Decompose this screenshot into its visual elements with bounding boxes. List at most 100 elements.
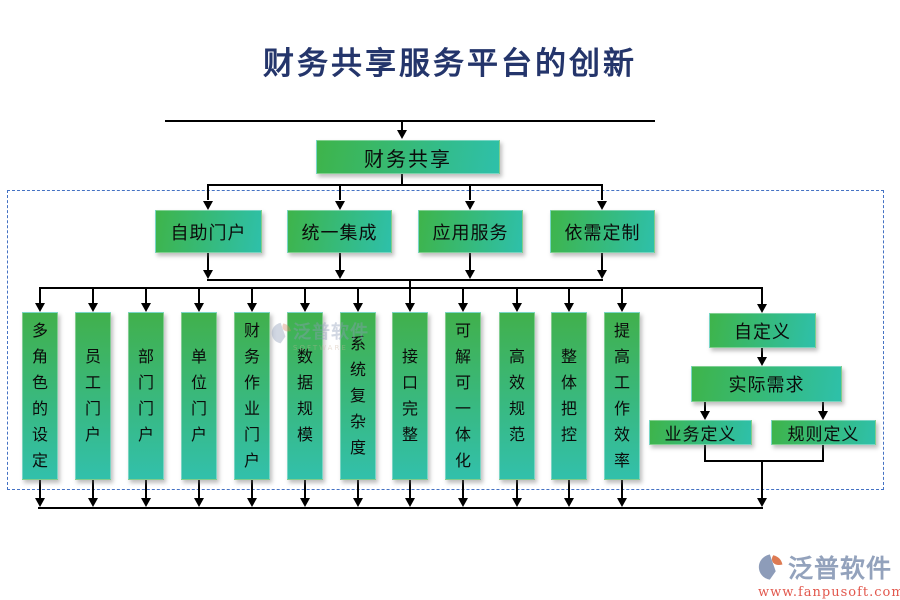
node-finance-work-portal: 财务作业门户 <box>234 312 270 480</box>
edge-line <box>822 445 824 461</box>
edge-line <box>251 480 253 498</box>
node-interface-complete: 接口完整 <box>392 312 428 480</box>
edge-line <box>761 462 763 498</box>
edge-line <box>165 120 655 122</box>
node-root: 财务共享 <box>316 140 500 174</box>
node-rule-definition: 规则定义 <box>771 420 876 445</box>
node-multi-role-setting: 多角色的设定 <box>22 312 58 480</box>
edge-line <box>704 460 824 462</box>
edge-line <box>462 289 464 303</box>
edge-arrow <box>35 303 45 312</box>
logo-name: 泛普软件 <box>788 554 893 583</box>
edge-line <box>145 289 147 303</box>
edge-arrow <box>353 498 363 507</box>
edge-arrow <box>405 303 415 312</box>
edge-arrow <box>700 411 710 420</box>
edge-line <box>409 289 411 303</box>
edge-line <box>761 348 763 357</box>
edge-line <box>304 289 306 303</box>
node-employee-portal: 员工门户 <box>75 312 111 480</box>
edge-arrow <box>757 357 767 366</box>
edge-arrow <box>818 411 828 420</box>
node-actual-demand: 实际需求 <box>691 366 842 402</box>
edge-arrow <box>465 201 475 210</box>
edge-line <box>357 480 359 498</box>
edge-arrow <box>335 270 345 279</box>
edge-line <box>761 289 763 304</box>
edge-line <box>601 186 603 200</box>
edge-line <box>621 480 623 498</box>
edge-line <box>92 480 94 498</box>
edge-line <box>198 480 200 498</box>
edge-arrow <box>203 270 213 279</box>
node-on-demand-customization: 依需定制 <box>550 210 655 253</box>
edge-line <box>339 186 341 200</box>
edge-line <box>39 480 41 498</box>
logo-url: www.fanpusoft.com <box>758 585 900 600</box>
edge-line <box>304 480 306 498</box>
edge-line <box>462 480 464 498</box>
edge-arrow <box>141 498 151 507</box>
edge-line <box>207 184 603 186</box>
edge-arrow <box>194 498 204 507</box>
node-unified-integration: 统一集成 <box>287 210 392 253</box>
edge-arrow <box>757 498 767 507</box>
edge-line <box>516 480 518 498</box>
edge-line <box>357 289 359 303</box>
edge-line <box>621 289 623 303</box>
node-system-complexity: 系统复杂度 <box>340 312 376 480</box>
edge-arrow <box>247 303 257 312</box>
edge-line <box>207 186 209 200</box>
node-unit-portal: 单位门户 <box>181 312 217 480</box>
node-business-definition: 业务定义 <box>649 420 752 445</box>
node-application-service: 应用服务 <box>418 210 523 253</box>
edge-line <box>92 289 94 303</box>
edge-line <box>469 186 471 200</box>
edge-line <box>469 253 471 270</box>
edge-line <box>568 480 570 498</box>
edge-arrow <box>203 201 213 210</box>
edge-arrow <box>88 498 98 507</box>
fanpu-logo-icon <box>758 554 783 580</box>
edge-line <box>516 289 518 303</box>
edge-line <box>145 480 147 498</box>
edge-line <box>704 445 706 461</box>
edge-arrow <box>300 303 310 312</box>
edge-line <box>39 287 763 289</box>
edge-line <box>409 480 411 498</box>
edge-arrow <box>397 130 407 139</box>
node-overall-control: 整体把控 <box>551 312 587 480</box>
edge-line <box>207 279 603 281</box>
edge-arrow <box>597 201 607 210</box>
edge-line <box>401 122 403 131</box>
edge-arrow <box>617 498 627 507</box>
edge-arrow <box>247 498 257 507</box>
edge-line <box>198 289 200 303</box>
node-decomposable-integrable: 可解可一体化 <box>445 312 481 480</box>
edge-arrow <box>458 498 468 507</box>
diagram-title: 财务共享服务平台的创新 <box>263 46 637 82</box>
node-self-service-portal: 自助门户 <box>155 210 262 253</box>
node-efficient-standard: 高效规范 <box>499 312 535 480</box>
node-improve-efficiency: 提高工作效率 <box>604 312 640 480</box>
edge-line <box>601 253 603 270</box>
edge-line <box>822 402 824 411</box>
edge-line <box>409 281 411 288</box>
edge-arrow <box>335 201 345 210</box>
edge-arrow <box>564 303 574 312</box>
node-data-scale: 数据规模 <box>287 312 323 480</box>
edge-arrow <box>458 303 468 312</box>
edge-arrow <box>194 303 204 312</box>
edge-line <box>207 253 209 270</box>
edge-arrow <box>597 270 607 279</box>
edge-arrow <box>141 303 151 312</box>
edge-line <box>38 507 763 509</box>
fanpu-logo: 泛普软件 www.fanpusoft.com <box>758 549 900 600</box>
edge-arrow <box>88 303 98 312</box>
edge-arrow <box>617 303 627 312</box>
edge-line <box>39 289 41 303</box>
edge-arrow <box>757 304 767 313</box>
edge-arrow <box>465 270 475 279</box>
edge-line <box>251 289 253 303</box>
